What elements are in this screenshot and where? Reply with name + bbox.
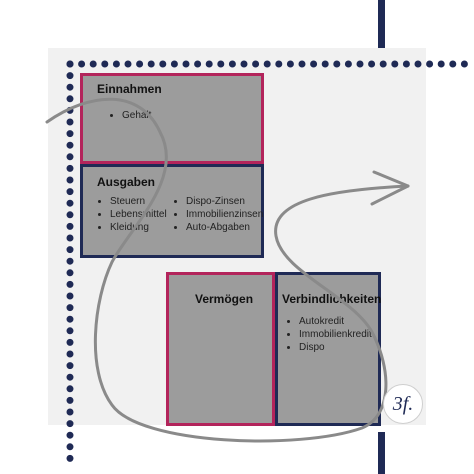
verbindlichkeiten-box: Verbindlichkeiten Autokredit Immobilienk… [275,272,381,426]
arrow-head-icon [370,170,410,206]
ausgaben-list-right: Dispo-Zinsen Immobilienzinsen Auto-Abgab… [173,195,263,234]
bottom-vertical-line [378,432,385,474]
ausgaben-box: Ausgaben Steuern Lebensmittel Kleidung D… [80,164,264,258]
list-item: Dispo [299,341,372,354]
list-item: Kleidung [110,221,167,234]
list-item: Dispo-Zinsen [186,195,263,208]
einnahmen-box: Einnahmen Gehalt [80,73,264,164]
ausgaben-title: Ausgaben [97,175,156,189]
flow-arrow-icon [45,97,410,443]
3f-logo: 3f. [383,384,423,424]
einnahmen-title: Einnahmen [97,82,162,96]
verbindlichkeiten-list: Autokredit Immobilienkredit Dispo [286,315,372,354]
ausgaben-list-left: Steuern Lebensmittel Kleidung [97,195,167,234]
list-item: Gehalt [122,109,151,122]
list-item: Immobilienzinsen [186,208,263,221]
top-vertical-line [378,0,385,48]
list-item: Auto-Abgaben [186,221,263,234]
list-item: Lebensmittel [110,208,167,221]
list-item: Steuern [110,195,167,208]
vermoegen-box: Vermögen [166,272,275,426]
einnahmen-list: Gehalt [109,109,151,122]
list-item: Autokredit [299,315,372,328]
list-item: Immobilienkredit [299,328,372,341]
vermoegen-title: Vermögen [195,292,254,306]
verbindlichkeiten-title: Verbindlichkeiten [282,292,382,306]
